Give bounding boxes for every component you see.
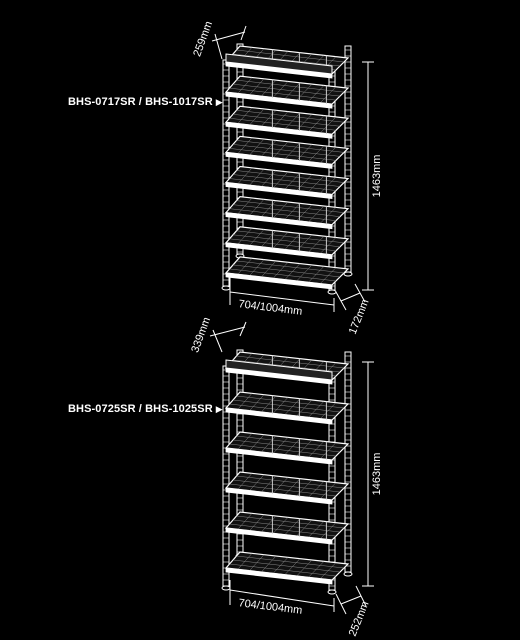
post-foot — [327, 289, 337, 295]
width-label-top: 704/1004mm — [238, 298, 303, 318]
top-depth-label-top: 259mm — [191, 20, 215, 59]
rack-top — [221, 43, 353, 295]
shelf-mesh — [232, 359, 341, 373]
shelf-lip — [225, 487, 333, 505]
dimension-lines-top — [211, 25, 374, 312]
post-foot — [221, 285, 231, 291]
shelf-mesh — [229, 208, 337, 221]
model-text-bottom: BHS-0725SR / BHS-1025SR — [68, 403, 213, 415]
shelf-mesh — [232, 114, 341, 127]
shelf-mesh — [232, 439, 341, 453]
shelf-lip — [225, 447, 333, 465]
shelf-mesh — [229, 118, 337, 131]
post-foot — [343, 571, 353, 577]
model-text-top: BHS-0717SR / BHS-1017SR — [68, 96, 213, 108]
shelf-mesh — [236, 555, 345, 569]
shelf-mesh — [229, 148, 337, 161]
shelf-mesh — [232, 519, 341, 533]
shelf-mesh — [232, 264, 341, 278]
shelf-mesh — [232, 83, 341, 97]
rack-post — [344, 351, 352, 573]
rack-bottom — [221, 349, 353, 595]
shelf-mesh — [232, 144, 341, 157]
shelf-lip — [225, 407, 333, 425]
top-crossbar — [225, 53, 333, 75]
shelf-lip — [225, 527, 333, 545]
shelf-lip — [225, 272, 333, 290]
shelf-lip — [225, 567, 333, 585]
top-depth-label-bottom: 339mm — [189, 316, 213, 355]
shelf-mesh — [229, 483, 337, 497]
shelf-lip — [225, 151, 333, 169]
shelf-lip — [225, 242, 333, 260]
shelf-mesh — [229, 238, 337, 252]
post-foot — [327, 589, 337, 595]
shelf-mesh — [229, 268, 337, 282]
model-label-bottom: BHS-0725SR / BHS-1025SR▶ — [68, 403, 223, 415]
shelf-mesh — [229, 443, 337, 457]
depth-label-top: 172mm — [347, 298, 372, 337]
shelf-mesh — [232, 174, 341, 187]
shelf-mesh — [229, 563, 337, 577]
shelf-mesh — [232, 559, 341, 573]
shelf-mesh — [232, 53, 341, 67]
shelf-mesh — [232, 234, 341, 248]
height-label-bottom: 1463mm — [371, 453, 383, 496]
height-label-top: 1463mm — [371, 155, 383, 198]
top-crossbar — [225, 359, 333, 381]
post-foot — [221, 585, 231, 591]
shelf-mesh — [232, 479, 341, 493]
pointer-arrow-icon: ▶ — [215, 404, 223, 414]
shelf-lip — [225, 121, 333, 139]
shelf-mesh — [229, 87, 337, 101]
pointer-arrow-icon: ▶ — [215, 97, 223, 107]
depth-label-bottom: 252mm — [347, 600, 372, 639]
model-label-top: BHS-0717SR / BHS-1017SR▶ — [68, 96, 223, 108]
dimension-lines-bottom — [209, 321, 374, 615]
shelf-mesh — [229, 178, 337, 191]
shelf-mesh — [232, 399, 341, 413]
rack-post — [222, 365, 230, 587]
shelf-lip — [225, 212, 333, 230]
shelf-mesh — [236, 260, 345, 274]
shelf-mesh — [232, 204, 341, 217]
shelf-mesh — [229, 523, 337, 537]
post-foot — [343, 271, 353, 277]
shelf-lip — [225, 182, 333, 199]
shelf-lip — [225, 91, 333, 109]
shelf-mesh — [229, 403, 337, 417]
